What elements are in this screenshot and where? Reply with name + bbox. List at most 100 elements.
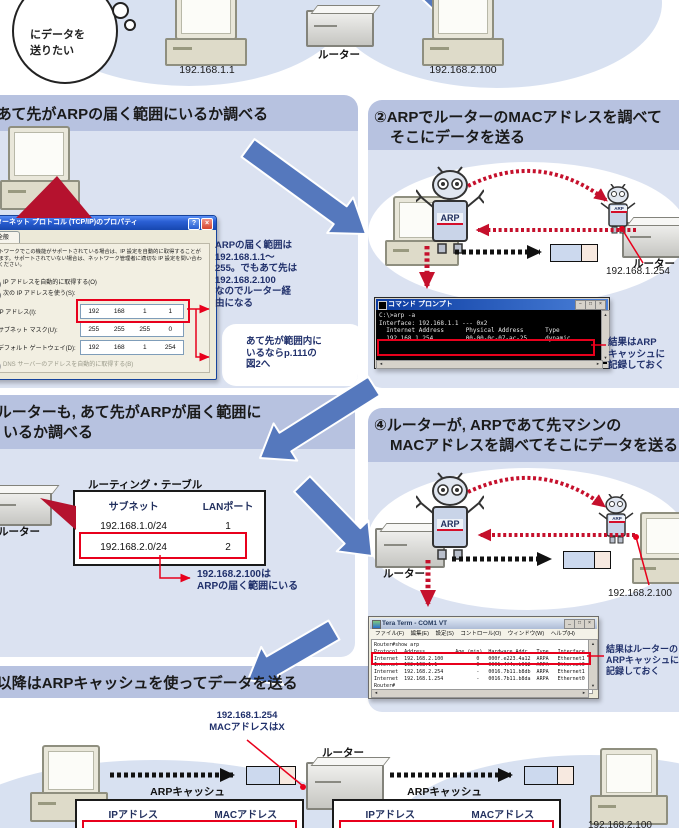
routing-subnet: 192.168.2.0/24	[100, 542, 167, 553]
data-packet	[563, 551, 611, 569]
ip-address-label: IP アドレス(I):	[0, 310, 37, 316]
cmd-line: Interface: 192.168.1.1 --- 0x2	[379, 319, 488, 327]
routing-table-title: ルーティング・テーブル	[88, 479, 203, 491]
router-top-label: ルーター	[318, 49, 360, 61]
arp-robot-icon	[416, 166, 484, 254]
teraterm-output: Router#show arp Protocol Address Age (mi…	[371, 639, 593, 694]
highlight-ip-row	[76, 299, 190, 323]
cache-col-ip: IPアドレス	[108, 810, 158, 821]
pc1-ip-label: 192.168.1.1	[179, 64, 235, 76]
panel4-pc-monitor	[640, 512, 679, 560]
routing-col-lanport: LANポート	[202, 502, 254, 513]
panel3-router-label: ルーター	[0, 526, 40, 538]
menu-file[interactable]: ファイル(F)	[375, 631, 405, 637]
panel-3-title-l2: いるか調べる	[3, 424, 94, 441]
tcpip-properties-dialog: インターネット プロトコル (TCP/IP)のプロパティ ? × 全般 ネットワ…	[0, 215, 217, 380]
menu-edit[interactable]: 編集(E)	[410, 631, 429, 637]
ip-octet: 192	[88, 344, 100, 351]
ip-octet: 168	[113, 344, 125, 351]
cmd-line: C:\>arp -a	[379, 312, 416, 319]
panel-3-title-l1: ③ルーターも, あて先がARPが届く範囲に	[0, 404, 262, 421]
note-p111-bubble	[222, 324, 358, 386]
cmd-line: Internet Address Physical Address Type	[379, 327, 560, 335]
teraterm-hscrollbar[interactable]: ◄►	[371, 689, 589, 698]
ip-octet: 1	[168, 308, 173, 315]
cmd-icon	[378, 301, 387, 310]
radio-dns-auto-label: DNS サーバーのアドレスを自動的に取得する(B)	[3, 362, 134, 368]
teraterm-titlebar[interactable]: Tera Term - COM1 VT	[370, 618, 597, 629]
thought-bubble-text: にデータを 送りたい	[30, 29, 85, 57]
pc2-ip-label: 192.168.2.100	[429, 64, 497, 76]
note-arp-reachable: 192.168.2.100は ARPの届く範囲にいる	[197, 569, 299, 593]
ip-octet: 254	[164, 344, 176, 351]
teraterm-close-button[interactable]: ×	[584, 619, 595, 629]
panel1-pc-monitor	[8, 126, 70, 182]
arp-cache-label-2: ARPキャッシュ	[407, 786, 482, 798]
gateway-label: デフォルト ゲートウェイ(D):	[0, 346, 76, 352]
cmd-close-button[interactable]: ×	[595, 300, 606, 310]
dialog-intro-text: ネットワークでこの機能がサポートされている場合は、IP 設定を自動的に取得するこ…	[0, 249, 202, 269]
teraterm-window: Tera Term - COM1 VT _ □ × ファイル(F) 編集(E) …	[368, 616, 599, 699]
note-router-arp-cache: 結果はルーターの ARPキャッシュに 記録しておく	[606, 644, 679, 676]
panel4-router-label: ルーター	[383, 568, 425, 580]
ip-octet: 192	[88, 308, 100, 315]
arp-robot-small-chest-label: ARP	[609, 516, 625, 523]
arp-robot-chest-label: ARP	[437, 519, 463, 531]
arp-robot-small-chest-label: ARP	[611, 206, 627, 213]
cmd-titlebar[interactable]: コマンド プロンプト	[376, 299, 608, 310]
panel-1-title: ①あて先がARPの届く範囲にいるか調べる	[0, 106, 269, 123]
arp-cache-table-1: IPアドレス MACアドレス	[75, 799, 304, 828]
cache-col-mac: MACアドレス	[214, 810, 278, 821]
ip-octet: 255	[139, 326, 151, 333]
arp-cache-table-2: IPアドレス MACアドレス	[332, 799, 561, 828]
dialog-close-button[interactable]: ×	[201, 218, 213, 230]
ip-octet: 0	[168, 326, 173, 333]
pc1-monitor	[175, 0, 237, 40]
command-prompt-window: コマンド プロンプト − □ × C:\>arp -a Interface: 1…	[374, 297, 610, 369]
panel2-router-ip-label: 192.168.1.254	[606, 266, 670, 277]
panel5-pc2-unit	[590, 795, 668, 825]
panel-5-title: ⑤以降はARPキャッシュを使ってデータを送る	[0, 675, 298, 692]
data-packet	[524, 766, 574, 785]
highlight-router-arp-entry	[371, 652, 591, 665]
data-packet	[550, 244, 598, 262]
highlight-arp-entry	[377, 339, 595, 356]
panel4-pc-unit	[632, 558, 679, 584]
radio-manual-ip-label: 次の IP アドレスを使う(S):	[3, 291, 76, 297]
note-arp-cache: 結果はARP キャッシュに 記録しておく	[608, 337, 666, 372]
menu-help[interactable]: ヘルプ(H)	[550, 631, 575, 637]
arp-cache-label-1: ARPキャッシュ	[150, 786, 225, 798]
dialog-help-button[interactable]: ?	[188, 218, 200, 230]
routing-port: 1	[225, 521, 231, 532]
panel-4-title-l1: ④ルーターが, ARPであて先マシンの	[374, 417, 622, 434]
routing-subnet: 192.168.1.0/24	[100, 521, 167, 532]
menu-control[interactable]: コントロール(O)	[460, 631, 502, 637]
data-packet	[246, 766, 296, 785]
dialog-tab-general[interactable]: 全般	[0, 231, 20, 244]
highlight-cache-row-2	[339, 820, 554, 828]
panel5-router-label: ルーター	[322, 747, 364, 759]
pc2-monitor	[432, 0, 494, 40]
routing-table: サブネット LANポート 192.168.1.0/24 1 192.168.2.…	[73, 490, 266, 566]
panel5-pc1-monitor	[42, 745, 100, 796]
dialog-titlebar[interactable]: インターネット プロトコル (TCP/IP)のプロパティ	[0, 216, 216, 230]
panel-4-band	[368, 408, 679, 462]
ip-octet: 255	[113, 326, 125, 333]
cmd-vscrollbar[interactable]: ▲▼	[601, 310, 610, 362]
cache-col-mac: MACアドレス	[471, 810, 535, 821]
menu-window[interactable]: ウィンドウ(W)	[507, 631, 545, 637]
panel-2-title-l1: ②ARPでルーターのMACアドレスを調べて	[374, 109, 662, 126]
tt-line: Internet 192.168.1.254 - 0016.7b11.b8da …	[374, 675, 585, 682]
menu-setup[interactable]: 設定(S)	[435, 631, 454, 637]
arp-robot-icon	[416, 472, 484, 560]
cmd-hscrollbar[interactable]: ◄►	[376, 360, 603, 369]
note-p111: あて先が範囲内に いるならp.111の 図2へ	[246, 336, 322, 371]
panel-4-title-l2: MACアドレスを調べてそこにデータを送る	[390, 437, 679, 454]
highlight-cache-row-1	[82, 820, 297, 828]
teraterm-menubar: ファイル(F) 編集(E) 設定(S) コントロール(O) ウィンドウ(W) ヘ…	[370, 629, 597, 639]
panel5-pc2-monitor	[600, 748, 658, 799]
